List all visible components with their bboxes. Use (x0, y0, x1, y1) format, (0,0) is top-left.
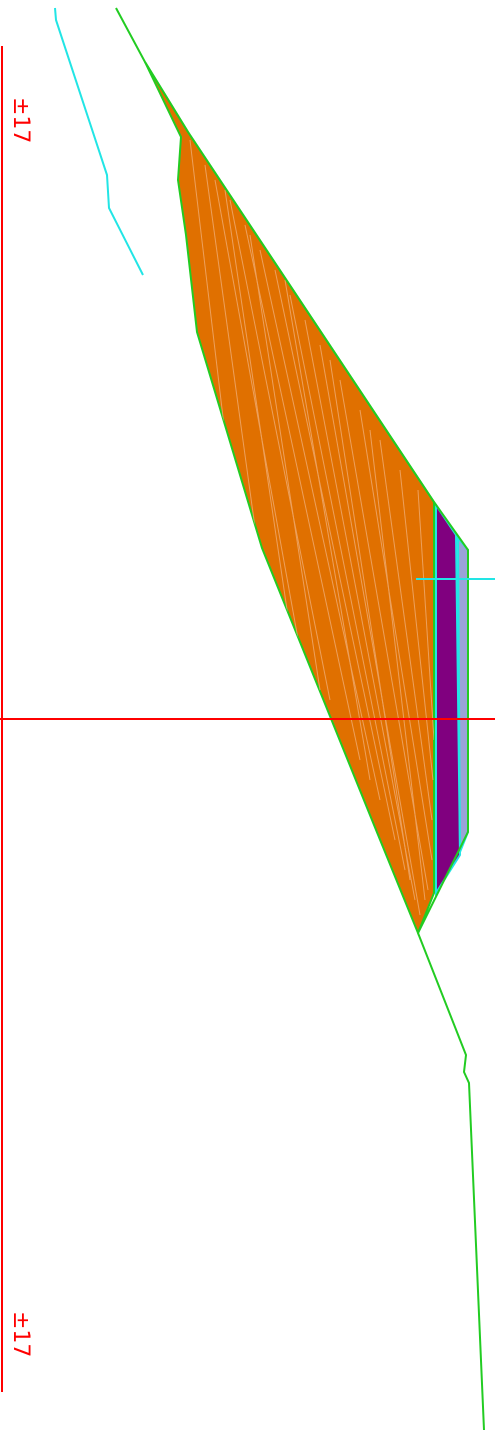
hatch-line (369, 429, 426, 901)
water-inner-layer (456, 535, 469, 853)
hatch-line (379, 439, 433, 821)
elevation-marker-bottom: ±17 (8, 1311, 33, 1357)
hatch-line (319, 344, 421, 916)
elevation-marker-top: ±17 (8, 97, 33, 143)
hatch-line (359, 409, 433, 861)
fill-hatch-pattern (189, 139, 434, 916)
hatch-line (304, 319, 416, 901)
hatch-line (274, 269, 396, 841)
hatch-line (339, 379, 429, 891)
hatch-line (417, 489, 434, 741)
hatch-line (284, 279, 371, 781)
hatch-line (214, 179, 301, 651)
elevation-label-bottom: ±17 (8, 1311, 33, 1357)
embankment-top-edge (115, 7, 469, 934)
elevation-label-top: ±17 (8, 97, 33, 143)
ground-line (417, 932, 485, 1431)
hatch-line (249, 234, 321, 691)
hatch-line (289, 294, 406, 871)
hatch-line (229, 199, 331, 701)
hatch-line (399, 469, 434, 781)
lining-layer (435, 501, 462, 897)
hatch-line (329, 359, 411, 881)
hatch-line (244, 224, 361, 761)
water-line-top (54, 7, 144, 276)
hatch-line (259, 249, 381, 801)
hatch-line (224, 189, 291, 631)
